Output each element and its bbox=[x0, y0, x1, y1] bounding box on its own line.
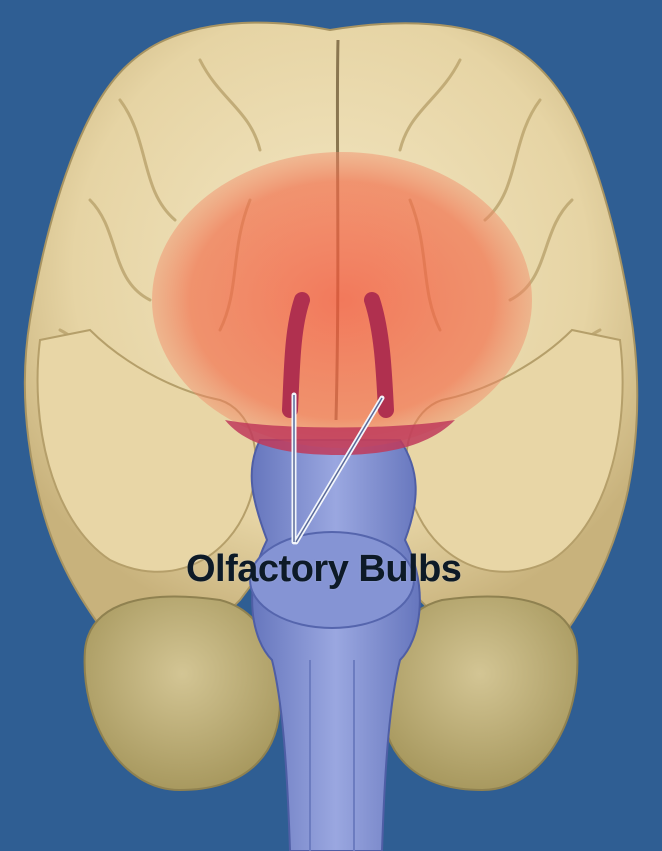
olfactory-bulbs-label: Olfactory Bulbs bbox=[186, 548, 461, 591]
highlight-region bbox=[152, 152, 532, 448]
cerebellum-left bbox=[85, 597, 280, 790]
brainstem bbox=[252, 440, 420, 851]
